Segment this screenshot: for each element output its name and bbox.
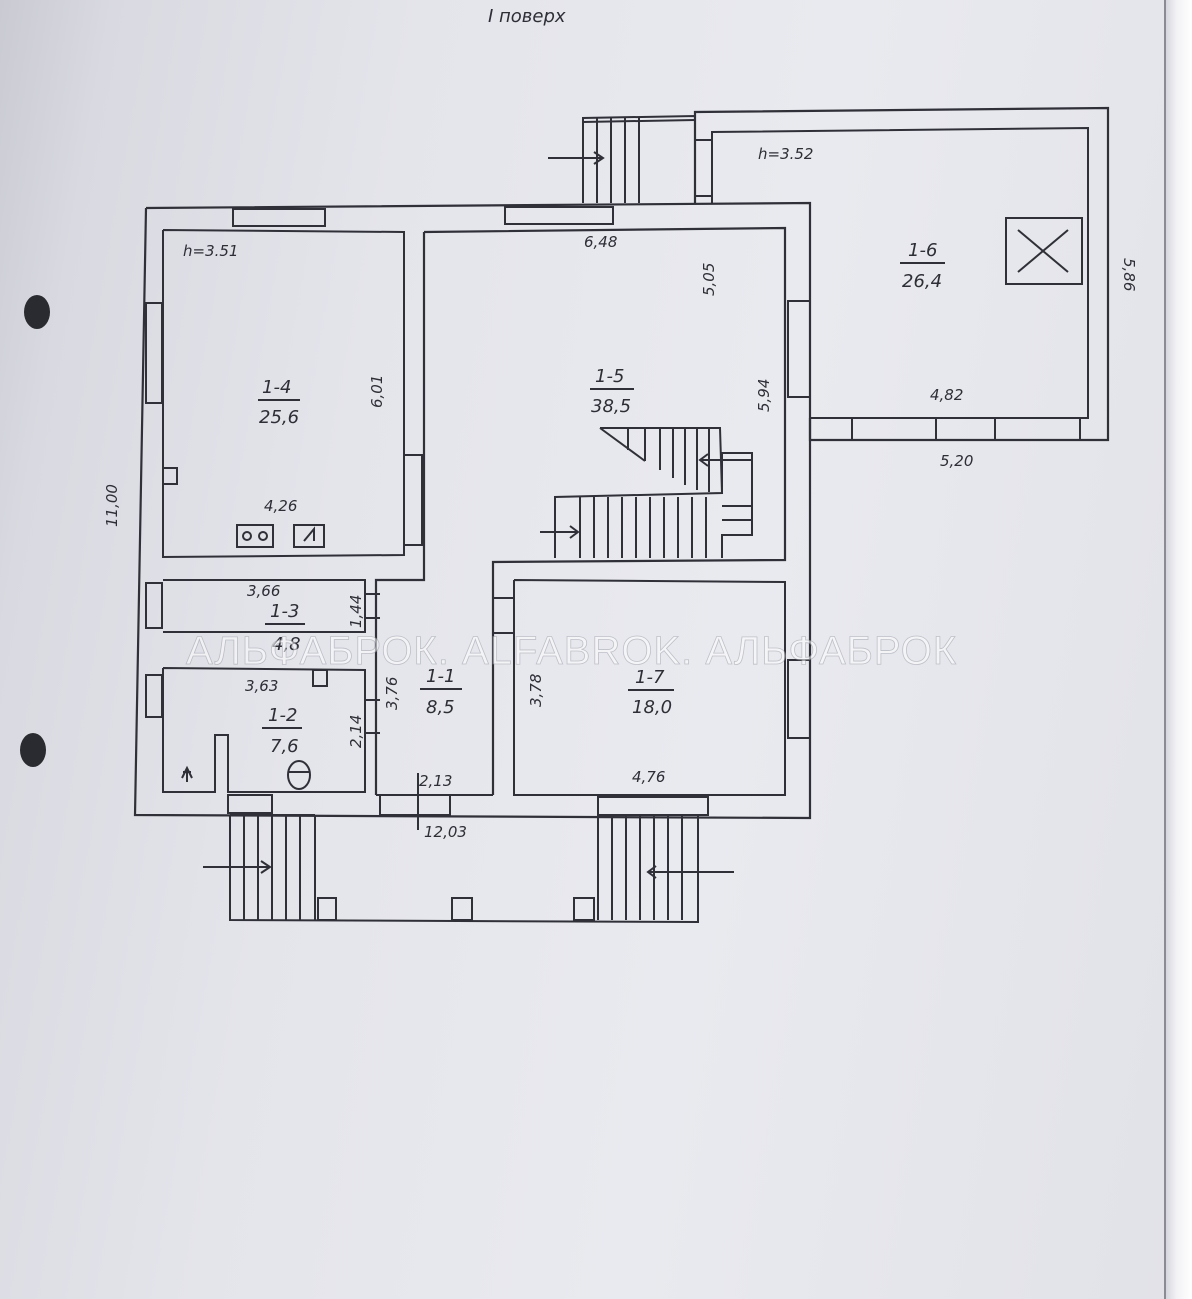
boiler-icon xyxy=(293,524,325,548)
room-area: 4,8 xyxy=(272,634,301,655)
room-area: 18,0 xyxy=(632,697,672,718)
dimension-label: 5,86 xyxy=(1120,258,1138,291)
dimension-label: 11,00 xyxy=(103,484,121,527)
outer-walls xyxy=(133,201,812,820)
sink-icon xyxy=(181,765,193,782)
room-id: 1-5 xyxy=(595,366,624,387)
dimension-label: 5,20 xyxy=(940,452,973,470)
dimension-label: 5,94 xyxy=(755,379,773,412)
room-labels: h=3.51 h=3.52 1-4 25,6 1-5 38,5 1-6 26,4… xyxy=(183,145,945,757)
dimension-label: 4,82 xyxy=(930,386,963,404)
punch-hole xyxy=(20,733,46,767)
dimension-label: 5,05 xyxy=(700,263,718,296)
room-area: 26,4 xyxy=(902,271,942,292)
room-area: 38,5 xyxy=(591,396,631,417)
room-id: 1-1 xyxy=(426,666,455,687)
watermark: АЛЬФАБРОК. ALFABROK. АЛЬФАБРОК xyxy=(186,629,957,673)
dimension-label: 2,14 xyxy=(347,715,365,748)
dimension-label: 6,48 xyxy=(584,233,617,251)
room-id: 1-2 xyxy=(268,705,297,726)
bottom-porch xyxy=(203,814,734,924)
dimension-label: 6,01 xyxy=(368,375,386,408)
fireplace-icon xyxy=(1005,217,1083,285)
toilet-icon xyxy=(287,760,311,790)
windows xyxy=(145,206,811,816)
dimension-label: 12,03 xyxy=(424,823,467,841)
dimension-label: 4,76 xyxy=(632,768,665,786)
height-label: h=3.51 xyxy=(183,242,238,260)
dimension-label: 4,26 xyxy=(264,497,297,515)
dimension-label: 3,66 xyxy=(247,582,280,600)
dimension-label: 1,44 xyxy=(347,595,365,628)
top-entrance-stairs xyxy=(548,114,696,203)
punch-hole xyxy=(24,295,50,329)
dimension-label: 2,13 xyxy=(419,772,452,790)
dimension-label: 3,63 xyxy=(245,677,278,695)
room-id: 1-4 xyxy=(262,377,291,398)
room-area: 7,6 xyxy=(270,736,299,757)
height-label: h=3.52 xyxy=(758,145,813,163)
staircase xyxy=(540,427,753,558)
room-area: 8,5 xyxy=(426,697,455,718)
room-1-4-walls xyxy=(162,229,423,559)
sheet-edge xyxy=(1164,0,1192,1299)
dimension-label: 3,78 xyxy=(527,674,545,707)
room-id: 1-3 xyxy=(270,601,299,622)
room-id: 1-7 xyxy=(635,667,665,688)
floor-title: I поверх xyxy=(488,6,566,27)
stove-icon xyxy=(236,524,274,548)
room-area: 25,6 xyxy=(259,407,299,428)
dimension-labels: 6,48 5,05 5,94 6,01 4,26 11,00 3,66 1,44… xyxy=(103,233,1138,841)
inner-walls xyxy=(162,226,787,830)
room-id: 1-6 xyxy=(908,240,937,261)
dimension-label: 3,76 xyxy=(383,677,401,710)
